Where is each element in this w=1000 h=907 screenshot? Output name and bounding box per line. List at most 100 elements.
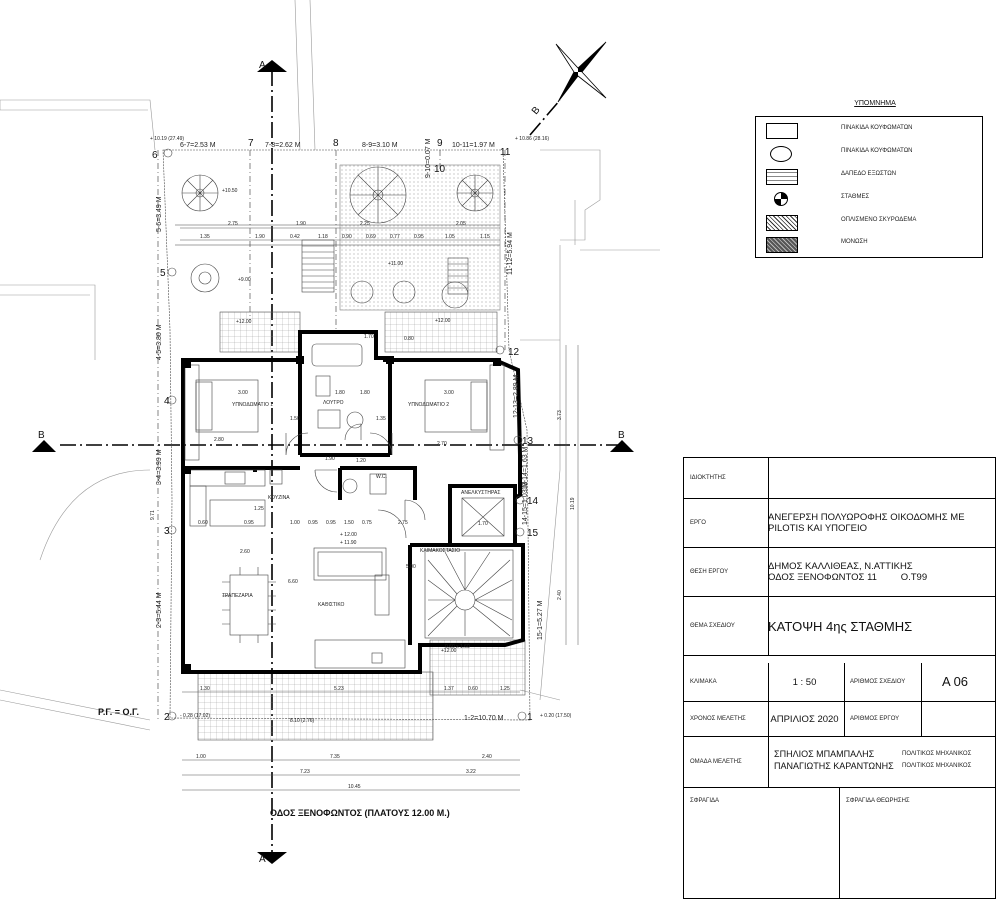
segment-6-7: 6-7=2.53 M bbox=[180, 142, 216, 149]
room-label-elevator: ΑΝΕΛΚΥΣΤΗΡΑΣ bbox=[461, 490, 500, 496]
tb-row-owner: ΙΔΙΟΚΤΗΤΗΣ bbox=[684, 458, 995, 499]
dim-bottom2: 2.40 bbox=[482, 754, 492, 760]
section-mark-b-right: B bbox=[618, 430, 625, 441]
elevation-mark: + 12.00 bbox=[340, 532, 357, 538]
tb-scale-label: ΚΛΙΜΑΚΑ bbox=[684, 663, 769, 701]
axis-label-12: 12 bbox=[508, 347, 520, 358]
segment-11-12: 11-12=5.94 M bbox=[507, 232, 514, 275]
tb-row-date: ΧΡΟΝΟΣ ΜΕΛΕΤΗΣ ΑΠΡΙΛΙΟΣ 2020 ΑΡΙΘΜΟΣ ΕΡΓ… bbox=[684, 702, 995, 737]
dim-top-row2: 1.35 bbox=[200, 234, 210, 240]
tb-location-line1: ΔΗΜΟΣ ΚΑΛΛΙΘΕΑΣ, Ν.ΑΤΤΙΚΗΣ bbox=[768, 561, 913, 572]
dim-interior: 9.71 bbox=[150, 510, 156, 520]
section-lines bbox=[32, 60, 634, 864]
dim-interior: 1.50 bbox=[290, 416, 300, 422]
dim-top-row2: 0.95 bbox=[414, 234, 424, 240]
dim-bottom3: 7.23 bbox=[300, 769, 310, 775]
dim-interior: 1.80 bbox=[335, 390, 345, 396]
dim-bottom1: 1.30 bbox=[200, 686, 210, 692]
tb-row-team: ΟΜΑΔΑ ΜΕΛΕΤΗΣ ΣΠΗΛΙΟΣ ΜΠΑΜΠΑΛΗΣ ΠΑΝΑΓΙΩΤ… bbox=[684, 737, 995, 788]
room-label-kitchen: ΚΟΥΖΙΝΑ bbox=[268, 495, 290, 501]
tb-stamp-label: ΣΦΡΑΓΙΔΑ bbox=[690, 798, 720, 804]
window-tag-circle-symbol bbox=[770, 146, 792, 162]
dim-top-row1: 1.90 bbox=[296, 221, 306, 227]
dim-top-row2: 1.18 bbox=[318, 234, 328, 240]
tb-project-label: ΕΡΓΟ bbox=[684, 499, 769, 547]
elevation-mark: +9.00 bbox=[238, 277, 251, 283]
dim-bottom2: 7.35 bbox=[330, 754, 340, 760]
dim-top-row2: 0.90 bbox=[342, 234, 352, 240]
segment-12-13: 12-13=2.89 M bbox=[513, 374, 520, 418]
dim-interior: 1.70 bbox=[364, 334, 374, 340]
tb-team-name1: ΣΠΗΛΙΟΣ ΜΠΑΜΠΑΛΗΣ bbox=[774, 749, 875, 759]
tb-location-street: ΟΔΟΣ ΞΕΝΟΦΩΝΤΟΣ 11 bbox=[768, 572, 877, 583]
dim-interior: 2.70 bbox=[437, 441, 447, 447]
dim-interior: 3.00 bbox=[444, 390, 454, 396]
tb-owner-value bbox=[764, 458, 995, 498]
tb-project-value: ΑΝΕΓΕΡΣΗ ΠΟΛΥΩΡΟΦΗΣ ΟΙΚΟΔΟΜΗΣ ΜΕ PILOTIS… bbox=[764, 499, 995, 547]
dim-interior: 0.95 bbox=[326, 520, 336, 526]
dim-bottom1: 1.25 bbox=[500, 686, 510, 692]
elevation-mark: +12.00 bbox=[435, 318, 451, 324]
level-mark: - 0.28 (17.02) bbox=[180, 713, 210, 719]
dim-bottom2: 1.00 bbox=[196, 754, 206, 760]
dim-bottom1: 5.23 bbox=[334, 686, 344, 692]
dim-interior: 3.73 bbox=[557, 410, 563, 420]
elevation-mark: +12.00 bbox=[441, 648, 457, 654]
tb-stamp-approval-label: ΣΦΡΑΓΙΔΑ ΘΕΩΡΗΣΗΣ bbox=[846, 798, 910, 804]
segment-5-6: 5-6=3.49 M bbox=[156, 196, 163, 232]
level-mark: + 10.86 (28.16) bbox=[515, 136, 549, 142]
axis-label-7: 7 bbox=[248, 138, 254, 149]
dim-interior: 0.80 bbox=[404, 336, 414, 342]
axis-lines bbox=[157, 150, 506, 720]
dim-top-row2: 1.90 bbox=[255, 234, 265, 240]
axis-label-2: 2 bbox=[164, 712, 170, 723]
dim-bottom-total: 10.45 bbox=[348, 784, 361, 790]
legend-label: ΣΤΑΘΜΕΣ bbox=[841, 194, 870, 200]
dimension-lines bbox=[180, 227, 579, 791]
dim-interior: 2.40 bbox=[557, 590, 563, 600]
dim-interior: 1.00 bbox=[290, 520, 300, 526]
dim-interior: 5.00 bbox=[406, 564, 416, 570]
garden-stair bbox=[301, 239, 469, 295]
tb-project-line1: ΑΝΕΓΕΡΣΗ ΠΟΛΥΩΡΟΦΗΣ ΟΙΚΟΔΟΜΗΣ ΜΕ bbox=[768, 512, 965, 523]
dim-top-row2: 1.05 bbox=[445, 234, 455, 240]
segment-4-5: 4-5=3.80 M bbox=[156, 324, 163, 360]
axis-label-9: 9 bbox=[437, 138, 443, 149]
dim-interior: 6.60 bbox=[288, 579, 298, 585]
dim-interior: 3.00 bbox=[238, 390, 248, 396]
legend-label: ΠΙΝΑΚΙΔΑ ΚΟΥΦΩΜΑΤΩΝ bbox=[841, 125, 913, 131]
rg-og-label: Ρ.Γ. = Ο.Γ. bbox=[98, 707, 139, 717]
elevation-mark: +12.00 bbox=[236, 319, 252, 325]
dim-interior: 1.90 bbox=[325, 456, 335, 462]
legend-label: ΜΟΝΩΣΗ bbox=[841, 239, 868, 245]
tb-subject-label: ΘΕΜΑ ΣΧΕΔΙΟΥ bbox=[684, 597, 769, 655]
segment-10-11: 10-11=1.97 M bbox=[452, 142, 495, 149]
dim-top-row2: 0.77 bbox=[390, 234, 400, 240]
axis-label-10: 10 bbox=[434, 164, 446, 175]
section-mark-b-left: B bbox=[38, 430, 45, 441]
dim-bottom1: 0.60 bbox=[468, 686, 478, 692]
tb-owner-label: ΙΔΙΟΚΤΗΤΗΣ bbox=[684, 458, 769, 498]
dim-interior: 0.95 bbox=[244, 520, 254, 526]
section-mark-a-top: A bbox=[259, 60, 266, 71]
tb-drawing-no-label: ΑΡΙΘΜΟΣ ΣΧΕΔΙΟΥ bbox=[850, 679, 906, 685]
elevation-mark: + 11.90 bbox=[340, 540, 357, 546]
dim-interior: 0.75 bbox=[362, 520, 372, 526]
garden-area bbox=[181, 164, 501, 311]
level-mark-symbol bbox=[774, 192, 788, 206]
dim-interior: 0.95 bbox=[308, 520, 318, 526]
dim-top-row2: 1.15 bbox=[480, 234, 490, 240]
dim-interior: 0.60 x 1.60 bbox=[445, 644, 470, 650]
dim-interior: 2.60 bbox=[240, 549, 250, 555]
dim-bottom3: 3.22 bbox=[466, 769, 476, 775]
title-block: ΙΔΙΟΚΤΗΤΗΣ ΕΡΓΟ ΑΝΕΓΕΡΣΗ ΠΟΛΥΩΡΟΦΗΣ ΟΙΚΟ… bbox=[683, 457, 996, 899]
tb-row-stamps: ΣΦΡΑΓΙΔΑ ΣΦΡΑΓΙΔΑ ΘΕΩΡΗΣΗΣ bbox=[684, 788, 995, 898]
dim-top-row1: 2.25 bbox=[360, 221, 370, 227]
axis-label-6: 6 bbox=[152, 150, 158, 161]
tree-icon bbox=[456, 174, 494, 212]
dim-interior: 1.50 bbox=[344, 520, 354, 526]
tb-location-label: ΘΕΣΗ ΕΡΓΟΥ bbox=[684, 548, 769, 596]
dim-top-row1: 2.75 bbox=[228, 221, 238, 227]
room-label-bedroom-2: ΥΠΝΟΔΩΜΑΤΙΟ 2 bbox=[408, 402, 449, 408]
